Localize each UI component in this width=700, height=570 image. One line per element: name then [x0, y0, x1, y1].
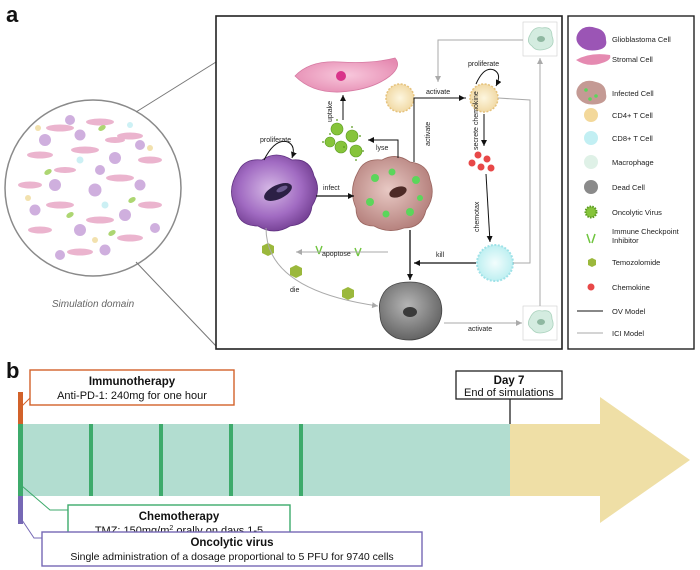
label-proliferate-gbm: proliferate [260, 137, 291, 144]
legend-label-cd4: CD4+ T Cell [612, 111, 653, 120]
legend-label-cd8: CD8+ T Cell [612, 134, 653, 143]
oncolytic-virus-icon [584, 205, 598, 219]
label-kill: kill [436, 252, 445, 259]
day-tick-3 [229, 424, 233, 496]
immunotherapy-connector [21, 397, 31, 407]
immunotherapy-box [29, 369, 235, 406]
line-cd8-right [513, 100, 531, 264]
simulation-cells [18, 115, 162, 260]
label-chemotax: chemotax [474, 201, 481, 232]
checkpoint-inhibitor-icon [586, 233, 596, 244]
chemokine-icon [587, 283, 595, 291]
oncolytic-virus-spikes [322, 119, 364, 161]
oncolytic-virus-box [41, 531, 423, 567]
legend-label-chemokine: Chemokine [612, 283, 650, 292]
label-proliferate-cd4: proliferate [468, 61, 499, 68]
legend-label-macrophage: Macrophage [612, 158, 654, 167]
legend-labels: Glioblastoma Cell Stromal Cell Infected … [612, 35, 681, 338]
day-tick-1 [89, 424, 93, 496]
arrow-chemotax [485, 173, 493, 243]
day-tick-4 [299, 424, 303, 496]
arrow-die [265, 227, 379, 309]
simulation-domain-label: Simulation domain [52, 299, 135, 310]
legend-label-temozolomide: Temozolomide [612, 258, 660, 267]
day7-title: Day 7 [494, 375, 525, 387]
label-uptake: uptake [327, 101, 334, 122]
immunotherapy-detail: Anti-PD-1: 240mg for one hour [57, 390, 207, 402]
oncolytic-virus-cluster [324, 122, 363, 158]
timeline-day-ticks [89, 424, 303, 496]
oncolytic-virus-detail: Single administration of a dosage propor… [70, 551, 393, 563]
label-infect: infect [323, 185, 340, 192]
immunotherapy-start-bar [18, 392, 23, 424]
timeline-body [20, 424, 510, 496]
macrophage-icon [584, 155, 598, 169]
chemotherapy-start-bar [18, 424, 23, 496]
simulation-domain: Simulation domain [4, 99, 182, 310]
infected-cell-icon [576, 80, 607, 105]
label-die: die [290, 287, 299, 294]
legend-icons [576, 26, 611, 334]
cd8-t-cell-icon [584, 131, 598, 145]
glioblastoma-cell [231, 154, 318, 232]
label-apoptose: apoptose [322, 251, 351, 258]
oncolytic-virus-connector [21, 519, 42, 539]
day-tick-2 [159, 424, 163, 496]
cd4-t-cell-icon [584, 108, 598, 122]
day7-box [455, 370, 563, 400]
legend-label-oncolytic: Oncolytic Virus [612, 208, 662, 217]
immunotherapy-title: Immunotherapy [89, 376, 176, 388]
glioblastoma-cell-icon [576, 26, 607, 51]
label-secrete-chemokine: secrete chemokine [473, 91, 480, 150]
chemotherapy-title: Chemotherapy [139, 511, 220, 523]
chemotherapy-connector [21, 485, 68, 511]
legend-label-ici-model: ICI Model [612, 329, 644, 338]
arrow-macrophage-to-cd4 [435, 39, 523, 82]
infected-cell [352, 156, 433, 231]
dead-cell [378, 281, 443, 341]
label-lyse: lyse [376, 145, 389, 152]
legend-label-ov-model: OV Model [612, 307, 646, 316]
temozolomide-icon [588, 258, 596, 267]
legend-label-checkpoint-line1: Immune Checkpoint [612, 227, 680, 236]
macrophage-top [522, 21, 558, 57]
chemotherapy-detail-sup: 2 [169, 525, 173, 532]
legend-label-stromal: Stromal Cell [612, 55, 653, 64]
stromal-cell-icon [576, 54, 611, 65]
legend-label-checkpoint: Immune Checkpoint Inhibitor [612, 227, 681, 245]
stromal-cell [294, 57, 398, 93]
label-activate-infected: activate [425, 122, 432, 146]
cd8-t-cell [476, 244, 514, 282]
oncolytic-virus-title: Oncolytic virus [190, 537, 273, 549]
legend-label-dead: Dead Cell [612, 183, 645, 192]
panel-a-letter: a [6, 2, 19, 27]
day7-detail: End of simulations [464, 387, 554, 399]
cd4-t-cell-1 [385, 83, 415, 113]
dead-cell-icon [584, 180, 598, 194]
timeline-arrow-head [510, 397, 690, 523]
arrow-lyse [368, 137, 399, 158]
legend-label-checkpoint-line2: Inhibitor [612, 236, 639, 245]
chemokine-cluster [468, 151, 495, 172]
macrophage-bottom [522, 305, 558, 341]
oncolytic-virus-start-bar [18, 496, 23, 524]
zoom-line-bottom [135, 261, 217, 347]
legend-label-infected: Infected Cell [612, 89, 654, 98]
zoom-line-top [135, 61, 217, 113]
arrow-proliferate-cd4 [475, 68, 502, 87]
panel-b-letter: b [6, 358, 19, 383]
label-activate-dead: activate [468, 326, 492, 333]
arrow-proliferate-gbm [263, 140, 297, 161]
label-activate-cd4: activate [426, 89, 450, 96]
legend-label-glioblastoma: Glioblastoma Cell [612, 35, 671, 44]
